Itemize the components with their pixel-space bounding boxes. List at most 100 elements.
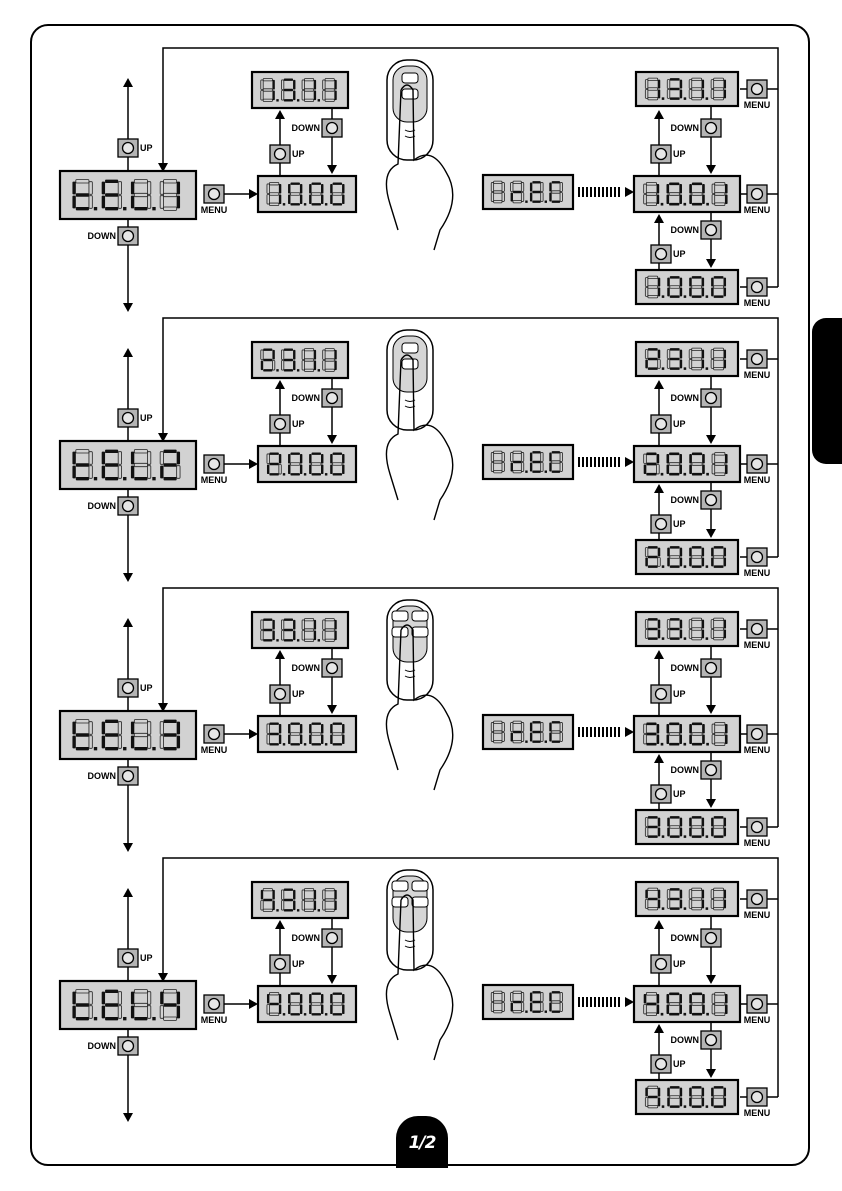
button-dot — [123, 953, 134, 964]
display-segment — [511, 462, 513, 471]
display-segment — [314, 630, 316, 640]
display-segment — [102, 1006, 105, 1019]
button-dot — [656, 249, 667, 260]
display-segment — [645, 1088, 648, 1097]
button-label: MENU — [201, 1015, 228, 1025]
display-segment — [724, 900, 727, 909]
arrow-dash — [610, 997, 612, 1007]
display-segment — [689, 1098, 692, 1107]
display-segment — [711, 558, 714, 567]
display-segment — [105, 207, 118, 210]
display-segment — [131, 722, 134, 735]
learning-arrow — [578, 187, 634, 197]
display-segment — [692, 182, 702, 185]
display-segment — [164, 1003, 177, 1006]
button-label: UP — [140, 143, 153, 153]
display-dot — [276, 909, 278, 911]
display-segment — [692, 203, 702, 206]
display-dot — [662, 565, 665, 568]
display-dot — [684, 835, 687, 838]
display-segment — [164, 463, 177, 466]
button-dot — [706, 495, 717, 506]
display-segment — [330, 1004, 332, 1014]
result-top-display — [636, 72, 738, 106]
button-dot — [706, 393, 717, 404]
up-button: UP — [651, 415, 686, 433]
arrow-head — [706, 259, 716, 268]
button-label: MENU — [744, 205, 771, 215]
display-segment — [309, 464, 311, 474]
display-segment — [680, 90, 683, 99]
display-segment — [714, 546, 724, 549]
arrow-head — [654, 754, 664, 763]
display-segment — [76, 1003, 89, 1006]
display-dot — [545, 1010, 547, 1012]
display-segment — [670, 97, 680, 100]
display-dot — [706, 295, 709, 298]
display-segment — [312, 992, 321, 994]
display-segment — [334, 620, 336, 630]
parameter-display — [60, 441, 196, 489]
arrow-dash — [598, 457, 600, 467]
display-segment — [269, 1003, 278, 1005]
up-button: UP — [651, 515, 686, 533]
arrow-dash — [606, 997, 608, 1007]
display-segment — [177, 182, 180, 195]
display-segment — [272, 80, 274, 90]
display-segment — [679, 454, 682, 463]
display-segment — [702, 80, 705, 89]
button-dot — [209, 189, 220, 200]
display-segment — [552, 740, 560, 742]
arrow-dash — [602, 457, 604, 467]
button-dot — [656, 959, 667, 970]
display-segment — [300, 734, 302, 744]
display-segment — [666, 454, 669, 463]
display-dot — [706, 835, 709, 838]
display-segment — [680, 890, 683, 899]
display-segment — [680, 278, 683, 287]
display-segment — [657, 724, 660, 733]
display-segment — [714, 816, 724, 819]
down-button: DOWN — [671, 119, 722, 137]
display-segment — [290, 182, 299, 184]
result-bottom-display — [636, 540, 738, 574]
display-segment — [657, 454, 660, 463]
arrow-head — [249, 189, 258, 199]
display-dot — [325, 1013, 327, 1015]
default-code-display — [258, 716, 356, 752]
arrow-head — [123, 843, 133, 852]
arrow-head — [625, 187, 634, 197]
arrow-dash — [578, 997, 580, 1007]
display-segment — [279, 184, 281, 194]
display-segment — [711, 548, 714, 557]
display-segment — [702, 630, 705, 639]
display-segment — [76, 193, 89, 196]
display-segment — [670, 835, 680, 838]
display-segment — [532, 191, 540, 193]
display-segment — [342, 184, 344, 194]
down-button: DOWN — [292, 659, 343, 677]
display-segment — [334, 890, 336, 900]
display-segment — [342, 724, 344, 734]
display-segment — [284, 618, 293, 620]
display-segment — [552, 991, 560, 993]
display-segment — [689, 184, 692, 193]
display-segment — [279, 1004, 281, 1014]
display-segment — [102, 992, 105, 1005]
display-segment — [702, 90, 705, 99]
button-label: MENU — [744, 475, 771, 485]
display-segment — [279, 994, 281, 1004]
arrow-head — [123, 78, 133, 87]
button-dot — [752, 822, 763, 833]
display-segment — [532, 1010, 540, 1012]
display-segment — [702, 900, 705, 909]
arrow-dash — [586, 997, 588, 1007]
menu-button: MENU — [744, 1088, 771, 1118]
display-dot — [94, 747, 97, 750]
display-segment — [658, 80, 661, 89]
display-segment — [680, 360, 683, 369]
display-segment — [648, 816, 658, 819]
display-segment — [680, 828, 683, 837]
display-frame — [252, 72, 348, 108]
